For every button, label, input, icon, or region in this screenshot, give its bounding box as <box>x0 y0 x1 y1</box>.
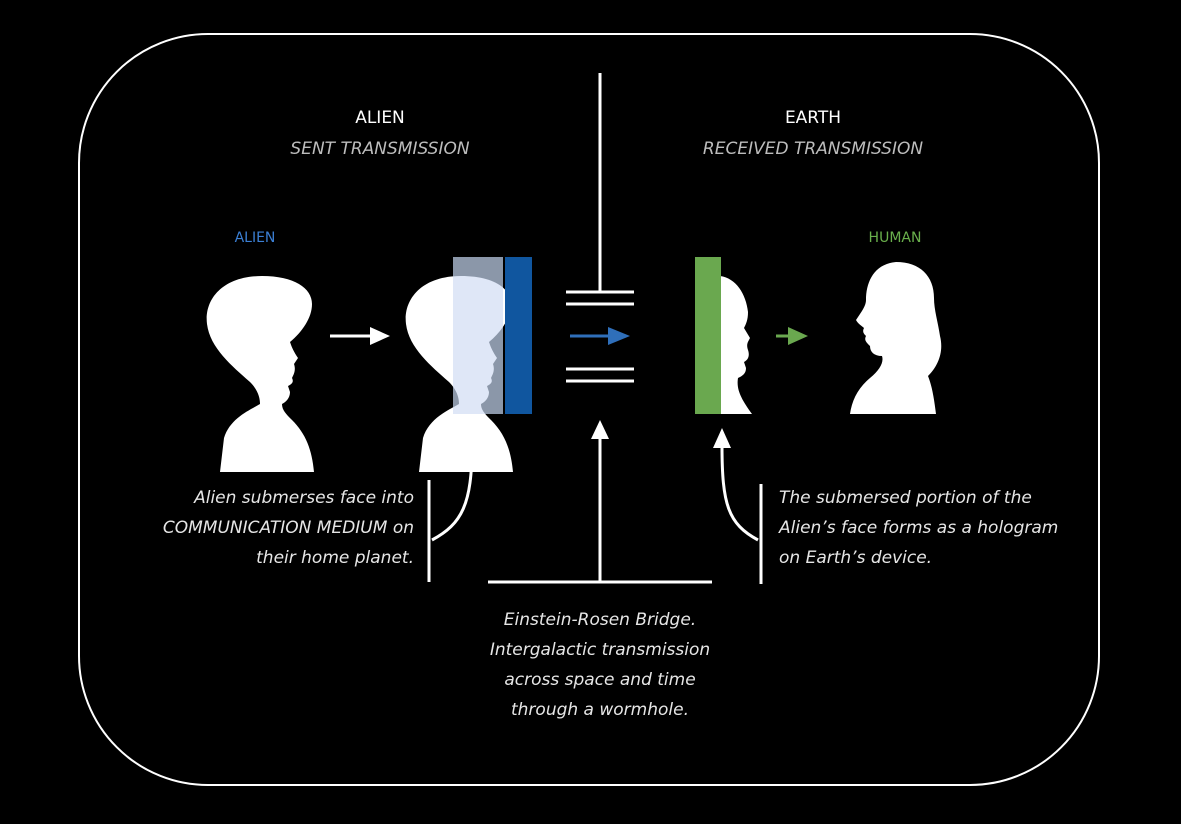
note-line: on Earth’s device. <box>779 548 933 568</box>
communication-medium <box>453 257 532 414</box>
alien-note-connector <box>427 428 481 582</box>
arrow-right-icon <box>330 327 390 345</box>
note-line: through a wormhole. <box>510 700 689 720</box>
human-figure-label: HUMAN <box>868 230 922 246</box>
note-line: their home planet. <box>256 548 414 568</box>
alien-section-title: ALIEN <box>355 108 405 128</box>
wormhole-bridge <box>488 73 712 584</box>
alien-section-subtitle: SENT TRANSMISSION <box>290 139 470 159</box>
note-line: Alien’s face forms as a hologram <box>779 518 1059 538</box>
alien-silhouette-icon <box>206 276 314 472</box>
note-line: COMMUNICATION MEDIUM on <box>162 518 414 538</box>
hologram-note: The submersed portion of the Alien’s fac… <box>779 483 1089 573</box>
wormhole-up-arrow-icon <box>591 420 609 439</box>
note-line: The submersed portion of the <box>779 488 1032 508</box>
hologram-note-connector <box>713 428 763 584</box>
earth-section-subtitle: RECEIVED TRANSMISSION <box>702 139 924 159</box>
alien-medium-note: Alien submerses face into COMMUNICATION … <box>110 483 414 573</box>
wormhole-note: Einstein-Rosen Bridge. Intergalactic tra… <box>440 605 760 725</box>
earth-device <box>695 257 752 414</box>
transmission-arrow-icon <box>570 327 630 345</box>
hologram-face <box>720 276 752 414</box>
rounded-frame <box>78 33 1100 786</box>
alien-figure-label: ALIEN <box>234 230 276 246</box>
note-line: across space and time <box>504 670 696 690</box>
note-line: Intergalactic transmission <box>489 640 711 660</box>
human-silhouette-icon <box>850 262 942 414</box>
note-line: Einstein-Rosen Bridge. <box>503 610 697 630</box>
earth-section-title: EARTH <box>784 108 842 128</box>
earth-arrow-icon <box>776 327 808 345</box>
note-line: Alien submerses face into <box>194 488 414 508</box>
